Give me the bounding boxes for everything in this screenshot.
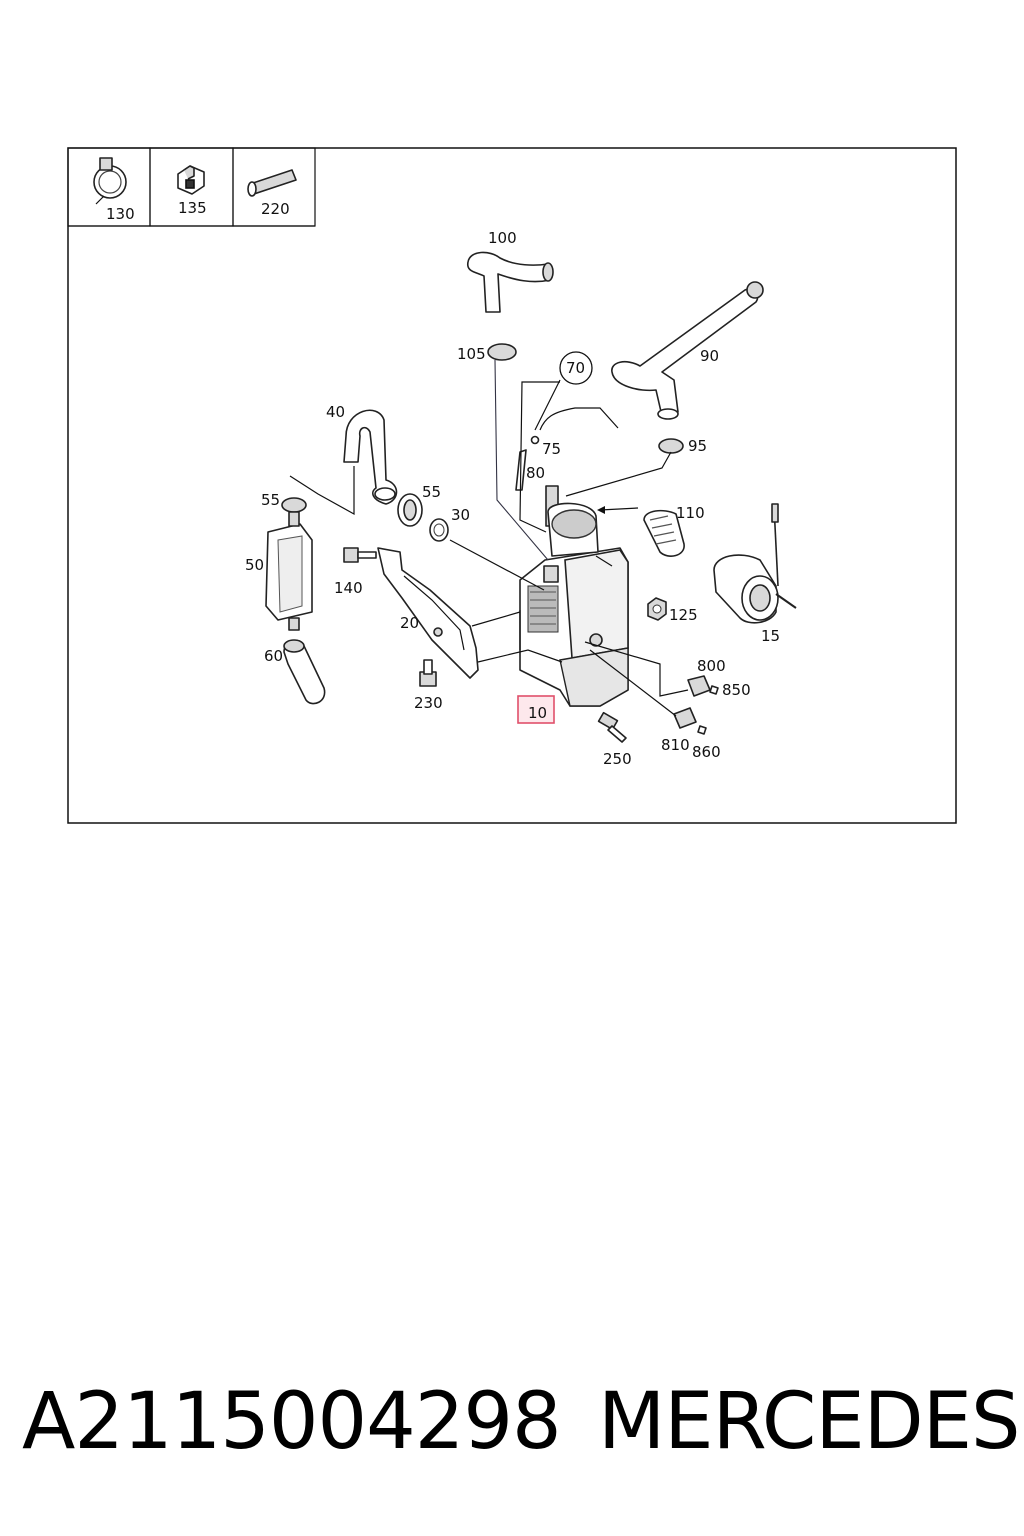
hose-90 (611, 281, 764, 420)
seal-30 (429, 518, 449, 542)
callout-90: 90 (700, 347, 719, 365)
pipe-70 (530, 407, 619, 445)
header-part-label: 220 (261, 200, 290, 218)
leader-lines (289, 359, 689, 717)
callout-labels: 100 105 70 90 40 75 95 80 55 55 30 110 5… (245, 229, 780, 768)
svg-text:70: 70 (566, 359, 585, 377)
callout-50: 50 (245, 556, 264, 574)
callout-125: 125 (669, 606, 698, 624)
callout-810: 810 (661, 736, 690, 754)
callout-250: 250 (603, 750, 632, 768)
clip-icon (177, 165, 205, 195)
callout-230: 230 (414, 694, 443, 712)
part-number: A2115004298 (22, 1377, 562, 1467)
hose-clamp-icon (93, 157, 127, 205)
bolt-140 (343, 547, 377, 563)
callout-800: 800 (697, 657, 726, 675)
callout-95: 95 (688, 437, 707, 455)
callout-20: 20 (400, 614, 419, 632)
callout-860: 860 (692, 743, 721, 761)
exhaust-pipe-60 (283, 639, 326, 705)
muffler-50 (265, 511, 313, 631)
terminal-860 (697, 725, 707, 735)
terminal-850 (709, 685, 719, 695)
footer: A2115004298 MERCEDES (0, 1372, 1024, 1482)
clamp-95 (658, 438, 684, 454)
parts-diagram: 130 135 220 (67, 147, 957, 824)
heater-unit-10 (519, 485, 629, 707)
diagram-frame (67, 147, 957, 824)
connector-810 (673, 707, 697, 729)
callout-110: 110 (676, 504, 705, 522)
callout-15: 15 (761, 627, 780, 645)
sleeve-icon (247, 169, 297, 197)
clamp-55-left (281, 497, 307, 513)
bellows-110 (597, 506, 685, 557)
nut-125 (647, 597, 667, 621)
header-part-label: 130 (106, 205, 135, 223)
header-parts: 130 135 220 (67, 147, 316, 227)
bolt-230 (419, 659, 437, 687)
pump-15 (713, 503, 797, 624)
callout-55-left: 55 (261, 491, 280, 509)
callout-40: 40 (326, 403, 345, 421)
callout-30: 30 (451, 506, 470, 524)
bolt-250 (597, 711, 627, 743)
callout-60: 60 (264, 647, 283, 665)
callout-80: 80 (526, 464, 545, 482)
callout-75: 75 (542, 440, 561, 458)
hose-100 (466, 251, 554, 313)
bracket-20 (377, 547, 479, 679)
hose-40 (343, 409, 398, 505)
header-part-label: 135 (178, 199, 207, 217)
callout-55-right: 55 (422, 483, 441, 501)
brand-name: MERCEDES (598, 1377, 1020, 1467)
clamp-55-right (397, 493, 423, 527)
callout-100: 100 (488, 229, 517, 247)
callout-70: 70 (559, 351, 593, 385)
callout-850: 850 (722, 681, 751, 699)
connector-800 (687, 675, 711, 697)
callout-140: 140 (334, 579, 363, 597)
clamp-105 (487, 343, 517, 361)
callout-105: 105 (457, 345, 486, 363)
svg-text:10: 10 (528, 704, 547, 722)
callout-10-highlight[interactable]: 10 (517, 695, 555, 724)
